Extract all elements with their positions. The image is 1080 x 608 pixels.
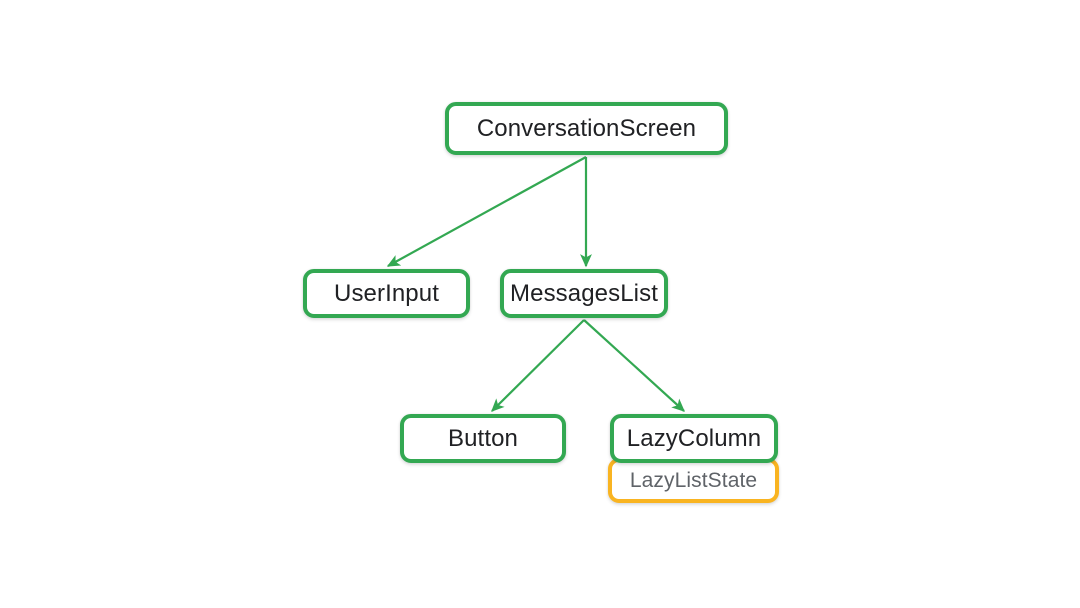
edge-messageslist-button xyxy=(491,319,585,412)
node-label-lazyliststate: LazyListState xyxy=(629,469,758,492)
node-lazycolumn[interactable]: LazyColumn xyxy=(610,414,778,463)
node-lazyliststate[interactable]: LazyListState xyxy=(608,458,779,503)
node-label-conversationscreen: ConversationScreen xyxy=(476,114,697,142)
edge-messageslist-lazycolumn xyxy=(583,319,685,412)
node-label-lazycolumn: LazyColumn xyxy=(626,424,762,452)
node-label-userinput: UserInput xyxy=(334,279,439,307)
edge-conversationscreen-userinput xyxy=(386,156,587,267)
node-conversationscreen[interactable]: ConversationScreen xyxy=(445,102,728,155)
node-messageslist[interactable]: MessagesList xyxy=(500,269,668,318)
node-label-messageslist: MessagesList xyxy=(510,279,658,307)
node-userinput[interactable]: UserInput xyxy=(303,269,470,318)
node-label-button: Button xyxy=(448,424,518,452)
node-button[interactable]: Button xyxy=(400,414,566,463)
